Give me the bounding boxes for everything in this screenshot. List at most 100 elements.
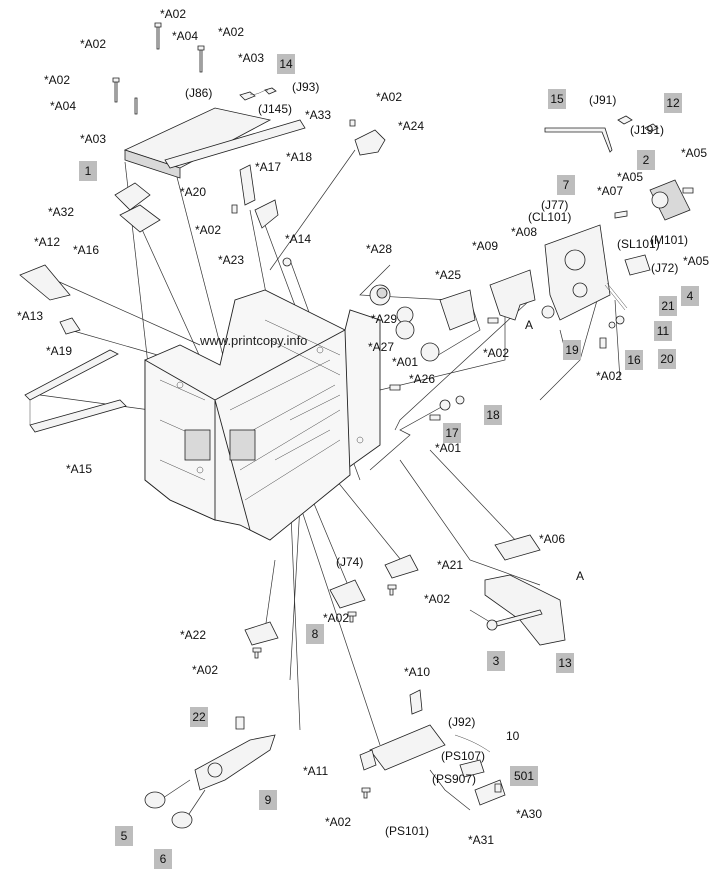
top-parts — [19, 22, 386, 433]
part-label: A — [525, 318, 533, 332]
part-label: *A15 — [66, 462, 92, 476]
callout-number: 3 — [493, 654, 500, 668]
part-label: *A03 — [80, 132, 106, 146]
part-label: *A06 — [539, 532, 565, 546]
part-label: *A27 — [368, 340, 394, 354]
part-label: *A02 — [376, 90, 402, 104]
part-label: *A02 — [325, 815, 351, 829]
part-label: *A02 — [192, 663, 218, 677]
part-label: *A19 — [46, 344, 72, 358]
part-label: (SL101) — [617, 237, 660, 251]
callout-box: 16 — [625, 350, 643, 370]
part-label: *A23 — [218, 253, 244, 267]
part-label: *A24 — [398, 119, 424, 133]
part-label: *A02 — [424, 592, 450, 606]
part-label: *A02 — [195, 223, 221, 237]
callout-number: 2 — [643, 153, 650, 167]
part-label: (J93) — [292, 80, 319, 94]
callout-box: 2 — [637, 150, 655, 170]
callout-number: 14 — [279, 57, 293, 71]
callout-number: 11 — [657, 324, 670, 338]
callout-box: 9 — [259, 790, 277, 810]
part-label: (PS101) — [385, 824, 429, 838]
part-label: *A02 — [80, 37, 106, 51]
callout-box: 7 — [557, 175, 575, 195]
part-label: (J91) — [589, 93, 616, 107]
part-label: *A05 — [683, 254, 709, 268]
callout-number: 5 — [121, 829, 128, 843]
part-label: *A21 — [437, 558, 463, 572]
callout-box: 1 — [79, 161, 97, 181]
part-label: *A04 — [50, 99, 76, 113]
part-label: *A16 — [73, 243, 99, 257]
callout-number: 1 — [85, 164, 92, 178]
part-label: *A01 — [435, 441, 461, 455]
callout-number: 6 — [160, 852, 167, 866]
part-label: *A05 — [617, 170, 643, 184]
part-label: A — [576, 569, 584, 583]
part-label: (J72) — [651, 261, 678, 275]
callout-box: 3 — [487, 651, 505, 671]
callout-box: 21 — [659, 296, 677, 316]
callout-box: 8 — [306, 624, 324, 644]
part-label: *A10 — [404, 665, 430, 679]
part-label: *A22 — [180, 628, 206, 642]
callout-box: 15 — [548, 89, 566, 109]
part-label: *A05 — [681, 146, 707, 160]
part-label: 10 — [506, 729, 520, 743]
part-label: (J191) — [630, 123, 664, 137]
part-label: (M101) — [650, 233, 688, 247]
callout-number: 9 — [265, 793, 272, 807]
callout-box: 4 — [681, 286, 699, 306]
part-label: *A11 — [303, 764, 328, 778]
callout-number: 7 — [563, 178, 570, 192]
part-label: *A02 — [596, 369, 622, 383]
part-label: (J77) — [541, 198, 568, 212]
callout-box: 13 — [556, 653, 574, 673]
part-label: *A29 — [371, 312, 397, 326]
right-side-parts — [369, 115, 694, 421]
callout-number: 19 — [565, 343, 579, 357]
part-label: *A26 — [409, 372, 435, 386]
callout-number: 21 — [661, 299, 675, 313]
watermark-text: www.printcopy.info — [199, 333, 307, 348]
part-label: *A13 — [17, 309, 43, 323]
callout-box: 20 — [658, 349, 676, 369]
part-label: *A02 — [483, 346, 509, 360]
part-label: *A02 — [44, 73, 70, 87]
callout-box: 18 — [484, 405, 502, 425]
callout-box: 5 — [115, 826, 133, 846]
part-label: *A28 — [366, 242, 392, 256]
callout-number: 20 — [660, 352, 674, 366]
callout-box: 501 — [510, 766, 538, 786]
part-label: (J92) — [448, 715, 475, 729]
part-label: *A09 — [472, 239, 498, 253]
callout-box: 6 — [154, 849, 172, 869]
part-label: *A31 — [468, 833, 494, 847]
part-label: *A32 — [48, 205, 74, 219]
part-label: *A01 — [392, 355, 418, 369]
part-label: *A02 — [160, 7, 186, 21]
part-label: *A14 — [285, 232, 311, 246]
callout-number: 13 — [558, 656, 572, 670]
callout-number: 22 — [192, 710, 206, 724]
part-label: *A02 — [323, 611, 349, 625]
part-labels: *A02*A02*A04*A02*A02*A03*A04*A03(J93)(J8… — [17, 7, 709, 847]
callout-number: 18 — [486, 408, 500, 422]
part-label: *A33 — [305, 108, 331, 122]
part-label: (CL101) — [528, 210, 571, 224]
lower-parts — [144, 534, 566, 829]
part-label: *A30 — [516, 807, 542, 821]
part-label: *A04 — [172, 29, 198, 43]
part-label: (J74) — [336, 555, 363, 569]
part-label: (J145) — [258, 102, 292, 116]
part-label: (J86) — [185, 86, 212, 100]
part-label: *A25 — [435, 268, 461, 282]
part-label: *A08 — [511, 225, 537, 239]
part-label: *A07 — [597, 184, 623, 198]
callout-box: 12 — [664, 93, 682, 113]
part-label: (PS107) — [441, 749, 485, 763]
callout-box: 19 — [563, 340, 581, 360]
